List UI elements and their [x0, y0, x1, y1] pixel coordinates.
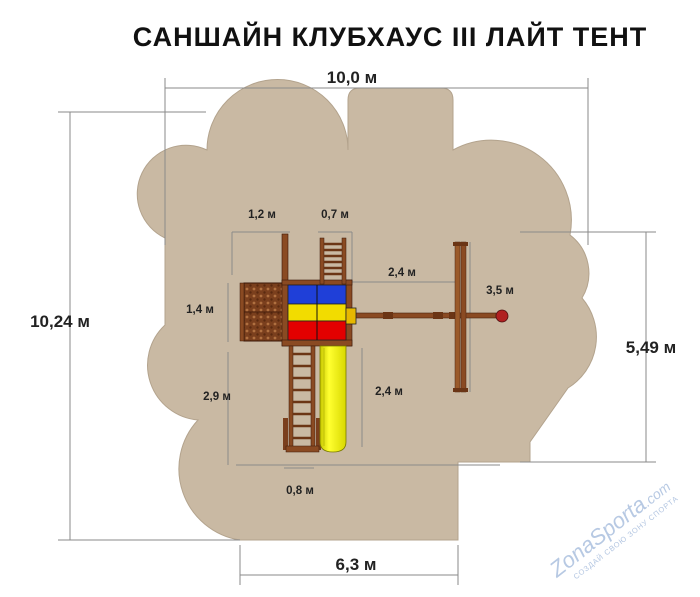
dim-wall-width: 1,2 м [248, 209, 276, 221]
svg-text:ZonaSporta.com: ZonaSporta.com [544, 473, 675, 583]
watermark: ZonaSporta.com СОЗДАЙ СВОЮ ЗОНУ СПОРТА [544, 473, 680, 583]
dim-bottom-ladder-width: 0,8 м [286, 485, 314, 497]
top-ladder [319, 237, 347, 285]
watermark-brand: ZonaSporta [544, 491, 651, 582]
dim-ladder-length: 2,9 м [203, 391, 231, 403]
dim-wall-height: 1,4 м [186, 304, 214, 316]
dim-ladder-width: 0,7 м [321, 209, 349, 221]
slide [319, 345, 347, 453]
page-title: САНШАЙН КЛУБХАУС III ЛАЙТ ТЕНТ [133, 21, 647, 52]
dim-swing-width: 3,5 м [486, 285, 514, 297]
dim-total-height: 10,24 м [30, 312, 90, 331]
dimension-lines [58, 78, 656, 585]
dim-bottom-width: 6,3 м [336, 555, 377, 574]
main-ladder [283, 345, 321, 453]
dim-slide-length: 2,4 м [375, 386, 403, 398]
dim-beam-length: 2,4 м [388, 267, 416, 279]
tent-roof [287, 284, 357, 341]
dim-total-width: 10,0 м [327, 68, 377, 87]
climbing-wall [239, 282, 285, 342]
dim-right-height: 5,49 м [626, 338, 676, 357]
safety-zone [136, 79, 597, 541]
